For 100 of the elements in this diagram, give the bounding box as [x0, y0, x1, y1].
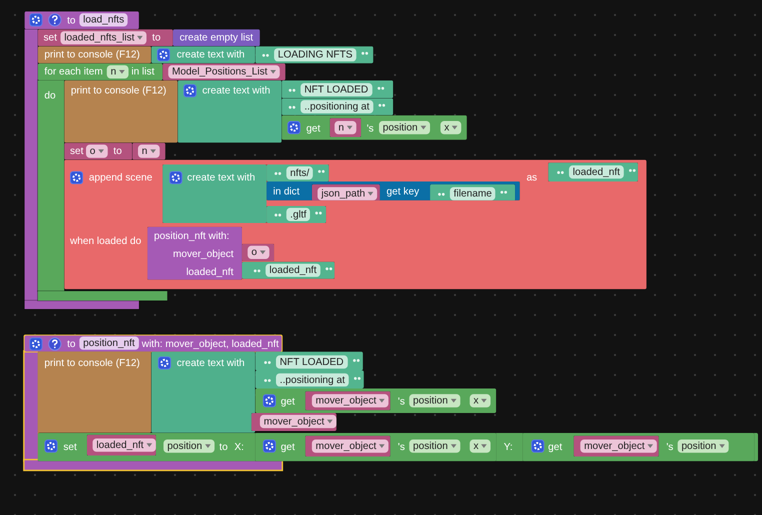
text-block	[266, 206, 326, 224]
block-label: in dict	[273, 185, 300, 198]
set-property-block	[38, 432, 758, 462]
block-label: Y:	[504, 440, 513, 454]
variable-block	[574, 436, 659, 456]
block-label: set	[43, 31, 57, 44]
text-join-block	[151, 352, 256, 433]
dropdown-field: Model_Positions_List	[168, 65, 280, 78]
variable-block	[312, 184, 380, 200]
variable-block	[251, 413, 336, 431]
text-field: NFT LOADED	[276, 355, 348, 369]
text-field: NFT LOADED	[300, 83, 372, 96]
block-label: for each item	[44, 65, 103, 78]
block-label: in list	[131, 65, 154, 78]
block-label: position_nft with:	[154, 230, 230, 243]
text-join-block	[151, 46, 256, 64]
text-field: loaded_nft	[266, 264, 320, 277]
name-field: load_nfts	[79, 13, 128, 26]
text-join-block	[178, 80, 282, 143]
block-label: 's	[366, 122, 374, 136]
text-field: filename	[450, 187, 496, 200]
dropdown-field: o	[248, 246, 270, 259]
text-block	[255, 370, 364, 388]
dropdown-field: mover_object	[312, 394, 389, 408]
set-variable-block	[64, 142, 132, 160]
dropdown-field: x	[470, 440, 491, 453]
block-label: print to console (F12)	[70, 84, 166, 98]
dictionary-block	[266, 181, 520, 200]
dropdown-field: position	[379, 120, 430, 134]
scene-block	[64, 160, 646, 290]
print-block	[64, 80, 178, 143]
block-label: 's	[398, 440, 405, 454]
variable-block	[330, 118, 362, 138]
block-label: create text with	[202, 84, 270, 98]
variable-block	[162, 63, 286, 80]
dropdown-field: position	[409, 394, 460, 408]
block-label: 's	[398, 395, 405, 408]
block-label: append scene	[88, 171, 152, 184]
block-label: print to console (F12)	[44, 356, 140, 370]
dropdown-field: n	[106, 65, 128, 78]
block-label: to	[219, 440, 228, 454]
dropdown-field: x	[470, 394, 491, 408]
text-block	[282, 98, 394, 116]
dropdown-field: position	[678, 440, 729, 453]
dropdown-field: mover_object	[260, 414, 336, 428]
block-label: set	[70, 144, 84, 158]
block-label: loaded_nft	[186, 266, 234, 279]
block-label: get	[280, 440, 295, 454]
property-block	[255, 388, 496, 414]
block-label: get key	[386, 185, 420, 198]
text-field: ..positioning at	[276, 373, 349, 387]
list-block	[172, 29, 260, 46]
function-call-block	[147, 226, 242, 280]
set-variable-block	[38, 29, 173, 46]
block-label: to	[152, 31, 161, 44]
text-block	[548, 162, 638, 182]
block-label: to	[67, 337, 76, 351]
block-label: create text with	[176, 356, 245, 370]
dropdown-field: loaded_nft	[92, 438, 156, 452]
block-label: X:	[234, 440, 244, 454]
block-label: mover_object	[172, 248, 234, 261]
block-label: do	[44, 88, 56, 102]
block-label: get	[548, 440, 562, 454]
print-block	[38, 352, 152, 433]
block-label: print to console (F12)	[44, 48, 140, 62]
block-label: 's	[666, 440, 674, 454]
block-label: set	[63, 440, 77, 454]
text-field: LOADING NFTS	[274, 48, 356, 62]
text-block	[266, 164, 329, 182]
property-block	[282, 115, 467, 140]
loop-block	[38, 63, 163, 80]
text-block	[242, 262, 335, 279]
name-field: position_nft	[79, 336, 139, 350]
text-join-block	[162, 164, 267, 224]
text-block	[255, 352, 363, 370]
text-field: loaded_nft	[568, 165, 624, 179]
dropdown-field: json_path	[318, 187, 378, 200]
dropdown-field: mover_object	[580, 440, 658, 453]
block-label: to	[113, 144, 122, 158]
block-label: get	[306, 122, 320, 136]
property-block	[255, 432, 496, 462]
dropdown-field: mover_object	[312, 440, 389, 453]
block-label: create empty list	[180, 31, 254, 44]
block-label: with: mover_object, loaded_nft	[142, 337, 279, 351]
print-block	[38, 46, 152, 64]
dropdown-field: loaded_nfts_list	[60, 31, 147, 44]
procedure-block	[24, 334, 283, 353]
variable-block	[242, 244, 274, 261]
text-block	[255, 46, 374, 64]
dropdown-field: position	[164, 440, 214, 453]
block-label: get	[280, 395, 295, 408]
dropdown-field: o	[86, 144, 108, 158]
variable-block	[86, 434, 156, 456]
variable-block	[305, 436, 390, 456]
block-label: as	[526, 171, 538, 184]
dropdown-field: n	[138, 144, 160, 158]
variable-block	[132, 142, 166, 160]
text-block	[430, 184, 516, 200]
dropdown-field: n	[334, 120, 356, 134]
block-label: create text with	[176, 48, 245, 62]
